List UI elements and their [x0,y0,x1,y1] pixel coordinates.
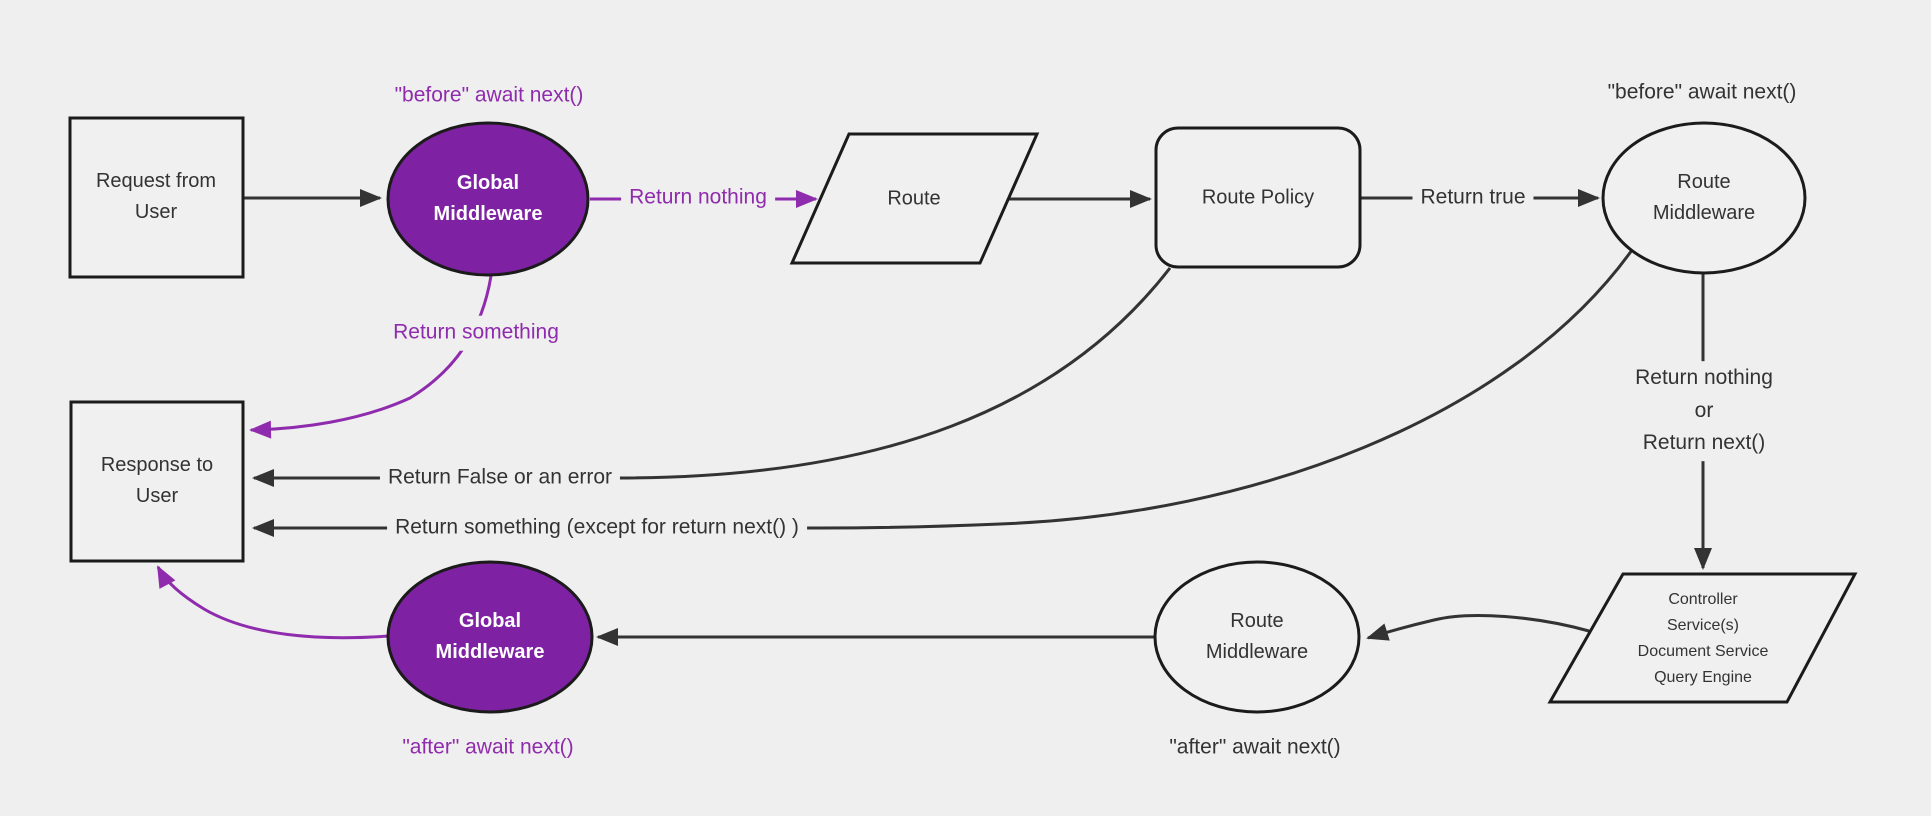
route-middleware-bottom-node-shape [1153,560,1361,714]
controller-node-shape [1547,572,1858,704]
edge-controller-to-route-middleware-bottom [1366,614,1590,641]
global-middleware-top-node-label: Global Middleware [433,172,543,225]
route-node-shape [789,132,1040,265]
response-node-shape [69,400,245,563]
edge-label-return-nothing: Return nothing [621,180,775,216]
route-node-label: Route [887,187,941,210]
global-middleware-top-node-shape [386,121,590,277]
edge-label-return-nothing-or-next: Return nothing or Return next() [1627,361,1781,461]
request-node-label: Request from User [95,170,217,223]
edge-route-policy-return-false-to-response [252,267,1172,487]
route-middleware-top-node-shape [1601,121,1807,275]
edge-label-return-true: Return true [1412,180,1534,216]
edge-global-middleware-return-something-to-response [249,275,493,439]
request-node-shape [68,116,245,279]
route-policy-node-label: Route Policy [1201,186,1315,209]
global-middleware-bottom-node-shape [386,560,594,714]
response-node-label: Response to User [100,454,214,507]
annotation-after-await-global: "after" await next() [402,735,574,759]
edge-label-return-something: Return something [385,315,567,351]
annotation-after-await-route: "after" await next() [1169,735,1341,759]
controller-node-label: Controller Service(s) Document Service Q… [1637,591,1769,686]
route-middleware-bottom-node-label: Route Middleware [1205,610,1309,663]
global-middleware-bottom-node-label: Global Middleware [435,610,545,663]
edge-label-return-false: Return False or an error [379,460,621,496]
route-middleware-top-node-label: Route Middleware [1652,171,1756,224]
annotation-before-await-global: "before" await next() [394,83,584,107]
edge-route-middleware-return-something-to-response [252,249,1634,537]
annotation-before-await-route: "before" await next() [1607,80,1797,104]
edge-label-return-something-except: Return something (except for return next… [387,510,807,546]
edge-global-middleware-bottom-to-response [156,565,390,640]
route-policy-node-shape [1154,126,1362,269]
